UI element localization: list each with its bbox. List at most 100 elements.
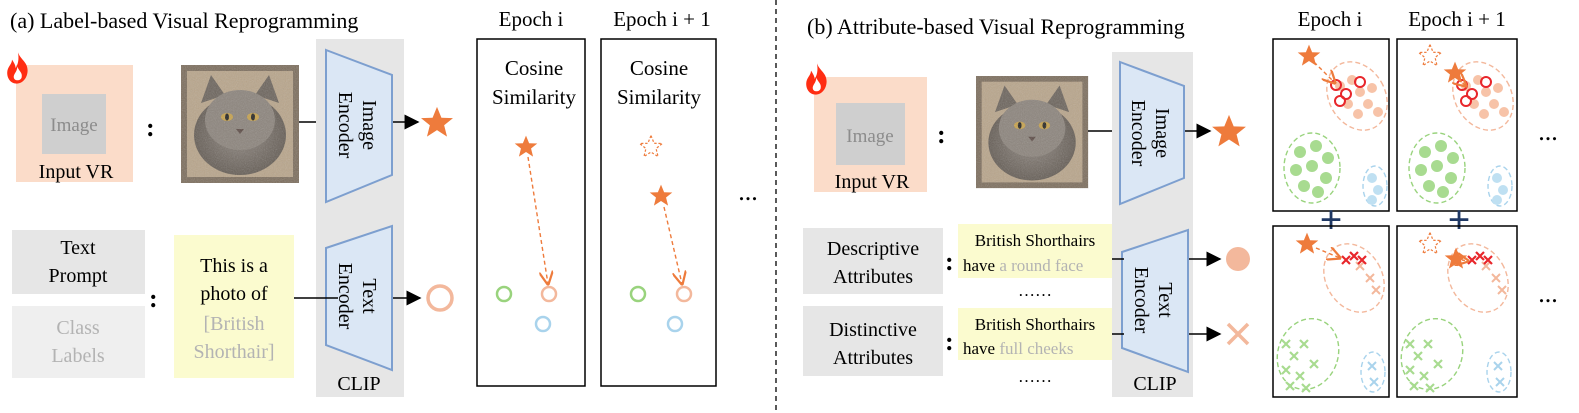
cat-image xyxy=(181,65,299,183)
green-cluster xyxy=(1283,132,1341,204)
input-vr-label: Input VR xyxy=(39,161,114,183)
circle-icon xyxy=(426,284,454,312)
class-labels-box xyxy=(12,306,145,378)
panel-b-title: (b) Attribute-based Visual Reprogramming xyxy=(807,14,1185,39)
text-prompt-label-1: Text xyxy=(60,237,96,259)
clip-label: CLIP xyxy=(337,373,380,395)
text-encoder-label-b: Text Encoder xyxy=(1130,267,1176,334)
colon: : xyxy=(146,113,155,142)
ellipsis-b-top: ... xyxy=(1538,117,1558,146)
orange-circle xyxy=(675,285,693,303)
plus-sign-2: + xyxy=(1448,197,1471,242)
dist-attr-box xyxy=(958,308,1112,360)
desc-attr-box xyxy=(958,224,1112,278)
image-encoder-b xyxy=(1119,60,1185,206)
blue-dots xyxy=(1492,173,1508,205)
hollow-star-icon xyxy=(1418,232,1442,255)
svg-text:Encoder: Encoder xyxy=(1127,100,1149,167)
text-encoder-label: Text Encoder xyxy=(334,263,380,330)
prompt-line-2: photo of xyxy=(200,283,268,305)
hollow-star-icon xyxy=(1418,44,1442,67)
green-crosses xyxy=(1405,339,1443,393)
orange-crosses xyxy=(1355,261,1381,295)
cosine-label-a-2: Cosine xyxy=(630,56,688,80)
descriptive-label-2: Attributes xyxy=(833,266,913,288)
red-cross-markers xyxy=(1467,251,1493,265)
star-icon xyxy=(649,184,673,206)
epoch-i1-top-box xyxy=(1396,38,1518,212)
fire-icon xyxy=(806,63,827,95)
epoch-i-label-a: Epoch i xyxy=(499,7,564,31)
prompt-line-1: This is a xyxy=(200,255,268,277)
cosine-label-a-1: Cosine xyxy=(505,56,563,80)
epoch-i-bottom-box xyxy=(1272,225,1390,398)
class-labels-label-1: Class xyxy=(56,317,100,339)
text-prompt-box xyxy=(12,230,145,294)
green-cluster xyxy=(1408,132,1466,204)
star-icon xyxy=(1212,114,1246,147)
dashed-arrow xyxy=(527,156,548,284)
ellipsis-b-bottom: ... xyxy=(1538,279,1558,308)
orange-crosses xyxy=(1481,261,1507,295)
epoch-i1-bottom-box xyxy=(1396,225,1518,398)
star-icon xyxy=(514,135,538,157)
class-labels-label-2: Labels xyxy=(51,345,105,367)
desc-attr-line-2: have a round face xyxy=(963,256,1083,275)
blue-cluster xyxy=(1487,165,1513,207)
orange-cluster xyxy=(1326,61,1388,131)
distinctive-box xyxy=(803,306,943,376)
blue-crosses xyxy=(1493,361,1505,387)
star-icon xyxy=(421,106,453,137)
hollow-star-icon xyxy=(639,135,663,158)
colon-desc: : xyxy=(945,247,954,276)
epoch-i1-label-b: Epoch i + 1 xyxy=(1408,7,1506,31)
blue-crosses xyxy=(1367,361,1379,387)
orange-circle xyxy=(540,285,558,303)
epoch-i-box-a xyxy=(476,38,586,387)
cross-icon xyxy=(1226,322,1250,346)
fire-icon xyxy=(7,52,28,84)
dots-2: …… xyxy=(1018,367,1052,386)
descriptive-label-1: Descriptive xyxy=(827,238,919,260)
input-vr-label-b: Input VR xyxy=(835,171,910,193)
dist-attr-line-1: British Shorthairs xyxy=(975,315,1095,334)
cat-image-b xyxy=(976,76,1088,188)
red-circle-markers xyxy=(1330,76,1366,107)
svg-text:Image: Image xyxy=(1151,108,1173,158)
clip-label-b: CLIP xyxy=(1133,373,1176,395)
green-crosses xyxy=(1281,339,1319,393)
epoch-i-label-b: Epoch i xyxy=(1298,7,1363,31)
dist-attr-line-2: have full cheeks xyxy=(963,339,1073,358)
colon-2: : xyxy=(149,284,158,313)
prompt-line-3: [British xyxy=(203,313,264,335)
dots-1: …… xyxy=(1018,281,1052,300)
svg-text:Encoder: Encoder xyxy=(334,263,356,330)
orange-cross-cluster xyxy=(1323,243,1385,313)
svg-text:Text: Text xyxy=(1154,282,1176,318)
green-circle xyxy=(629,285,647,303)
star-icon xyxy=(1297,44,1321,66)
blue-cross-cluster xyxy=(1486,351,1512,393)
text-prompt-label-2: Prompt xyxy=(49,265,108,287)
panel-a-title: (a) Label-based Visual Reprogramming xyxy=(10,8,358,33)
green-circle xyxy=(495,285,513,303)
dashed-arrow xyxy=(1462,260,1468,261)
epoch-i1-box-a xyxy=(600,38,717,387)
blue-circle xyxy=(534,315,552,333)
dashed-arrow xyxy=(663,206,682,284)
star-icon xyxy=(1295,232,1319,254)
dashed-arrow xyxy=(1459,80,1466,86)
red-cross-markers xyxy=(1341,251,1367,265)
image-placeholder-label: Image xyxy=(50,115,97,136)
desc-attr-line-1: British Shorthairs xyxy=(975,231,1095,250)
descriptive-box xyxy=(803,228,943,294)
epoch-i-top-box xyxy=(1272,38,1390,212)
blue-dots xyxy=(1367,173,1383,205)
epoch-i1-label-a: Epoch i + 1 xyxy=(613,7,711,31)
ellipsis-a: ... xyxy=(738,177,758,206)
orange-cross-cluster xyxy=(1447,243,1509,313)
prompt-box xyxy=(174,235,294,378)
similarity-label-a-1: Similarity xyxy=(492,85,577,109)
similarity-label-a-2: Similarity xyxy=(617,85,702,109)
svg-text:Image: Image xyxy=(358,100,380,150)
